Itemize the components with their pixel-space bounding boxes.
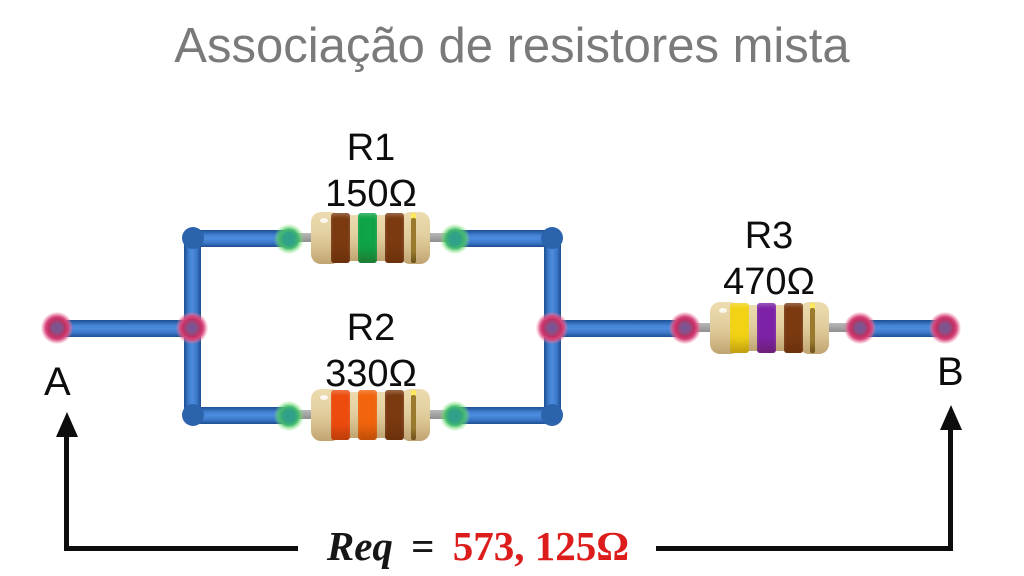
r3-value: 470Ω — [723, 261, 815, 303]
wire-bottom-right — [446, 407, 561, 424]
label-r1: R1 150Ω — [281, 125, 461, 217]
label-r3: R3 470Ω — [679, 213, 859, 305]
gold-band — [810, 303, 815, 353]
bracket-line-right-vertical — [948, 428, 953, 551]
connection-node-green — [274, 224, 304, 254]
wire-corner-joint — [182, 227, 204, 249]
color-band — [385, 213, 404, 263]
color-band — [358, 213, 377, 263]
highlight-glint — [719, 308, 727, 313]
color-band — [331, 390, 350, 440]
highlight-glint — [320, 218, 328, 223]
r2-value: 330Ω — [325, 353, 417, 395]
color-band — [358, 390, 377, 440]
wire-corner-joint — [541, 227, 563, 249]
wire-corner-joint — [182, 404, 204, 426]
equation-value: 573, 125Ω — [452, 523, 630, 569]
terminal-a-label: A — [44, 360, 71, 404]
arrow-up-b — [940, 405, 962, 430]
color-band — [730, 303, 749, 353]
page-title: Associação de resistores mista — [174, 19, 850, 73]
r2-name: R2 — [346, 307, 396, 349]
connection-node-green — [274, 401, 304, 431]
connection-node-pink — [929, 312, 961, 344]
wire-middle — [544, 320, 690, 337]
resistor-r3 — [710, 302, 829, 354]
wire-corner-joint — [541, 404, 563, 426]
connection-node-pink — [41, 312, 73, 344]
wire-terminal-b — [852, 320, 953, 337]
connection-node-green — [440, 401, 470, 431]
wire-terminal-a — [50, 320, 202, 337]
equals-sign: = — [411, 523, 435, 569]
equivalent-resistance-equation: Req = 573, 125Ω — [298, 520, 658, 572]
bracket-line-left-vertical — [64, 433, 69, 551]
wire-top-left — [184, 230, 298, 247]
color-band — [757, 303, 776, 353]
equation-lhs: Req — [326, 523, 393, 569]
color-band — [385, 390, 404, 440]
r3-name: R3 — [744, 215, 794, 257]
bracket-line-left — [64, 546, 298, 551]
r1-name: R1 — [346, 127, 396, 169]
terminal-b-label: B — [937, 350, 964, 394]
wire-bottom-left — [184, 407, 298, 424]
connection-node-green — [440, 224, 470, 254]
arrow-up-a — [56, 412, 78, 437]
connection-node-pink — [669, 312, 701, 344]
color-band — [331, 213, 350, 263]
resistor-r1 — [311, 212, 430, 264]
gold-band — [411, 390, 416, 440]
connection-node-pink — [536, 312, 568, 344]
color-band — [784, 303, 803, 353]
gold-band — [411, 213, 416, 263]
r1-value: 150Ω — [325, 173, 417, 215]
highlight-glint — [320, 395, 328, 400]
label-r2: R2 330Ω — [281, 305, 461, 397]
bracket-line-right — [656, 546, 953, 551]
resistor-r2 — [311, 389, 430, 441]
wire-top-right — [446, 230, 561, 247]
connection-node-pink — [176, 312, 208, 344]
connection-node-pink — [844, 312, 876, 344]
